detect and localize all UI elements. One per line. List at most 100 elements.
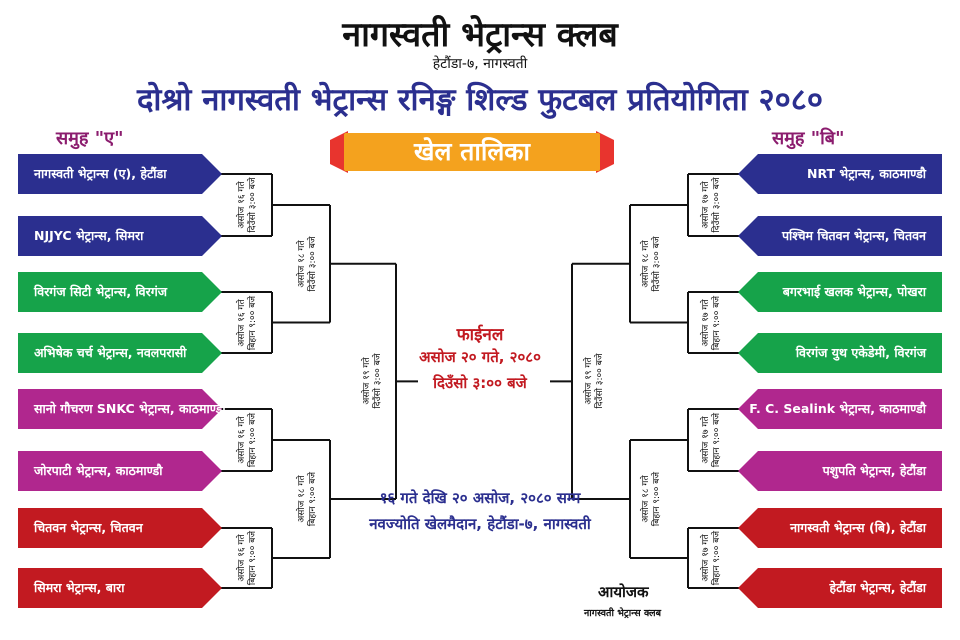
right-round1-match-4: असोज १७ गतेबिहान ९:०० बजे	[701, 531, 723, 585]
schedule-banner-text: खेल तालिका	[414, 137, 530, 166]
right-round1-match-2: असोज १७ गतेबिहान ९:०० बजे	[701, 295, 723, 349]
team-arrow-shape	[738, 154, 942, 194]
team-name: नागस्वती भेट्रान्स (ए), हेटौंडा	[34, 166, 167, 181]
organizer-name: नागस्वती भेट्रान्स क्लब	[584, 608, 662, 619]
left-team-5: सानो गौचरण SNKC भेट्रान्स, काठमाण्डौ	[18, 389, 226, 429]
match-date: असोज १६ गते	[237, 416, 247, 464]
right-team-6: पशुपति भेट्रान्स, हेटौंडा	[738, 451, 942, 491]
match-date: असोज १७ गते	[701, 416, 711, 464]
organizer-label: आयोजक	[598, 583, 649, 601]
team-name: नागस्वती भेट्रान्स (बि), हेटौंडा	[790, 520, 926, 535]
right-team-4: विरगंज युथ एकेडेमी, विरगंज	[738, 333, 942, 373]
team-name: सानो गौचरण SNKC भेट्रान्स, काठमाण्डौ	[34, 401, 226, 416]
team-name: हेटौंडा भेट्रान्स, हेटौंडा	[829, 580, 926, 595]
left-round1-match-1: असोज १६ गतेदिउँसो ३:०० बजे	[237, 177, 259, 232]
team-name: F. C. Sealink भेट्रान्स, काठमाण्डौ	[749, 401, 926, 416]
match-time: दिउँसो ३:०० बजे	[248, 177, 258, 233]
match-time: बिहान ९:०० बजे	[248, 295, 258, 350]
team-name: चितवन भेट्रान्स, चितवन	[34, 520, 143, 535]
tournament-title: दोश्रो नागस्वती भेट्रान्स रनिङ्ग शिल्ड फ…	[136, 82, 824, 118]
match-time: दिउँसो ३:०० बजे	[652, 236, 662, 292]
team-name: जोरपाटी भेट्रान्स, काठमाण्डौ	[34, 463, 163, 478]
left-team-7: चितवन भेट्रान्स, चितवन	[18, 508, 222, 548]
team-name: NJJYC भेट्रान्स, सिमरा	[34, 228, 144, 243]
right-team-2: पश्चिम चितवन भेट्रान्स, चितवन	[738, 216, 942, 256]
left-round1-match-3: असोज १६ गतेबिहान ९:०० बजे	[237, 413, 259, 467]
group-b-label: समुह "बि"	[772, 128, 845, 149]
left-round1-match-4: असोज १६ गतेबिहान ९:०० बजे	[237, 531, 259, 585]
right-team-1: NRT भेट्रान्स, काठमाण्डौ	[738, 154, 942, 194]
team-name: विरगंज युथ एकेडेमी, विरगंज	[795, 345, 926, 360]
team-arrow-shape	[18, 451, 222, 491]
team-name: अभिषेक चर्च भेट्रान्स, नवलपरासी	[34, 345, 187, 360]
right-team-7: नागस्वती भेट्रान्स (बि), हेटौंडा	[738, 508, 942, 548]
match-time: दिउँसो ३:०० बजे	[712, 177, 722, 233]
team-arrow-shape	[738, 333, 942, 373]
match-date: असोज १७ गते	[701, 534, 711, 582]
left-team-6: जोरपाटी भेट्रान्स, काठमाण्डौ	[18, 451, 222, 491]
team-arrow-shape	[738, 508, 942, 548]
club-address: हेटौंडा-७, नागस्वती	[432, 56, 528, 72]
team-name: सिमरा भेट्रान्स, बारा	[34, 580, 125, 595]
left-team-3: विरगंज सिटी भेट्रान्स, विरगंज	[18, 272, 222, 312]
match-date: असोज १९ गते	[362, 357, 372, 406]
right-team-5: F. C. Sealink भेट्रान्स, काठमाण्डौ	[738, 389, 942, 429]
tournament-duration: १६ गते देखि २० असोज, २०८० सम्म	[379, 489, 581, 507]
match-time: दिउँसो ३:०० बजे	[595, 353, 605, 409]
team-arrow-shape	[18, 508, 222, 548]
match-date: असोज १८ गते	[641, 240, 651, 288]
right-round2-match-1: असोज १८ गतेदिउँसो ३:०० बजे	[641, 236, 663, 291]
match-time: दिउँसो ३:०० बजे	[308, 236, 318, 292]
left-round2-match-1: असोज १८ गतेदिउँसो ३:०० बजे	[297, 236, 319, 291]
final-title: फाईनल	[456, 325, 504, 345]
team-arrow-shape	[738, 389, 942, 429]
team-arrow-shape	[18, 568, 222, 608]
team-arrow-shape	[18, 333, 222, 373]
team-arrow-shape	[738, 272, 942, 312]
right-round1-match-3: असोज १७ गतेबिहान ९:०० बजे	[701, 413, 723, 467]
team-name: बगरभाई खलक भेट्रान्स, पोखरा	[782, 284, 926, 299]
team-arrow-shape	[18, 389, 222, 429]
group-a-label: समुह "ए"	[56, 128, 124, 149]
team-arrow-shape	[738, 568, 942, 608]
team-name: NRT भेट्रान्स, काठमाण्डौ	[807, 166, 926, 181]
club-name: नागस्वती भेट्रान्स क्लब	[342, 15, 618, 55]
match-time: बिहान ९:०० बजे	[712, 295, 722, 350]
left-semifinal-match: असोज १९ गतेदिउँसो ३:०० बजे	[362, 354, 384, 409]
left-round1-match-2: असोज १६ गतेबिहान ९:०० बजे	[237, 295, 259, 349]
right-team-8: हेटौंडा भेट्रान्स, हेटौंडा	[738, 568, 942, 608]
team-name: पश्चिम चितवन भेट्रान्स, चितवन	[781, 228, 926, 243]
left-team-8: सिमरा भेट्रान्स, बारा	[18, 568, 222, 608]
left-team-1: नागस्वती भेट्रान्स (ए), हेटौंडा	[18, 154, 222, 194]
banner-ribbon-shape	[330, 131, 614, 173]
match-time: बिहान ९:०० बजे	[248, 412, 258, 468]
match-date: असोज १७ गते	[701, 298, 711, 347]
team-arrow-shape	[18, 272, 222, 312]
match-time: बिहान ९:०० बजे	[712, 530, 722, 586]
team-arrow-shape	[18, 216, 222, 256]
team-arrow-shape	[18, 154, 222, 194]
match-date: असोज १६ गते	[237, 298, 247, 347]
match-date: असोज १९ गते	[584, 357, 594, 406]
right-round1-match-1: असोज १७ गतेदिउँसो ३:०० बजे	[701, 177, 723, 232]
tournament-venue: नवज्योति खेलमैदान, हेटौंडा-७, नागस्वती	[369, 515, 591, 533]
right-semifinal-match: असोज १९ गतेदिउँसो ३:०० बजे	[584, 354, 606, 409]
match-time: दिउँसो ३:०० बजे	[373, 353, 383, 409]
match-date: असोज १७ गते	[701, 181, 711, 229]
match-date: असोज १६ गते	[237, 181, 247, 229]
left-team-2: NJJYC भेट्रान्स, सिमरा	[18, 216, 222, 256]
match-date: असोज १८ गते	[297, 240, 307, 288]
team-arrow-shape	[738, 216, 942, 256]
team-arrow-shape	[738, 451, 942, 491]
match-time: बिहान ९:०० बजे	[248, 530, 258, 586]
final-date: असोज २० गते, २०८०	[419, 348, 541, 366]
final-time: दिउँसो ३:०० बजे	[433, 374, 527, 392]
schedule-banner: खेल तालिका	[330, 131, 614, 173]
team-name: विरगंज सिटी भेट्रान्स, विरगंज	[34, 284, 168, 299]
match-time: बिहान ९:०० बजे	[712, 412, 722, 468]
match-date: असोज १६ गते	[237, 534, 247, 582]
left-team-4: अभिषेक चर्च भेट्रान्स, नवलपरासी	[18, 333, 222, 373]
team-name: पशुपति भेट्रान्स, हेटौंडा	[822, 463, 926, 478]
right-team-3: बगरभाई खलक भेट्रान्स, पोखरा	[738, 272, 942, 312]
